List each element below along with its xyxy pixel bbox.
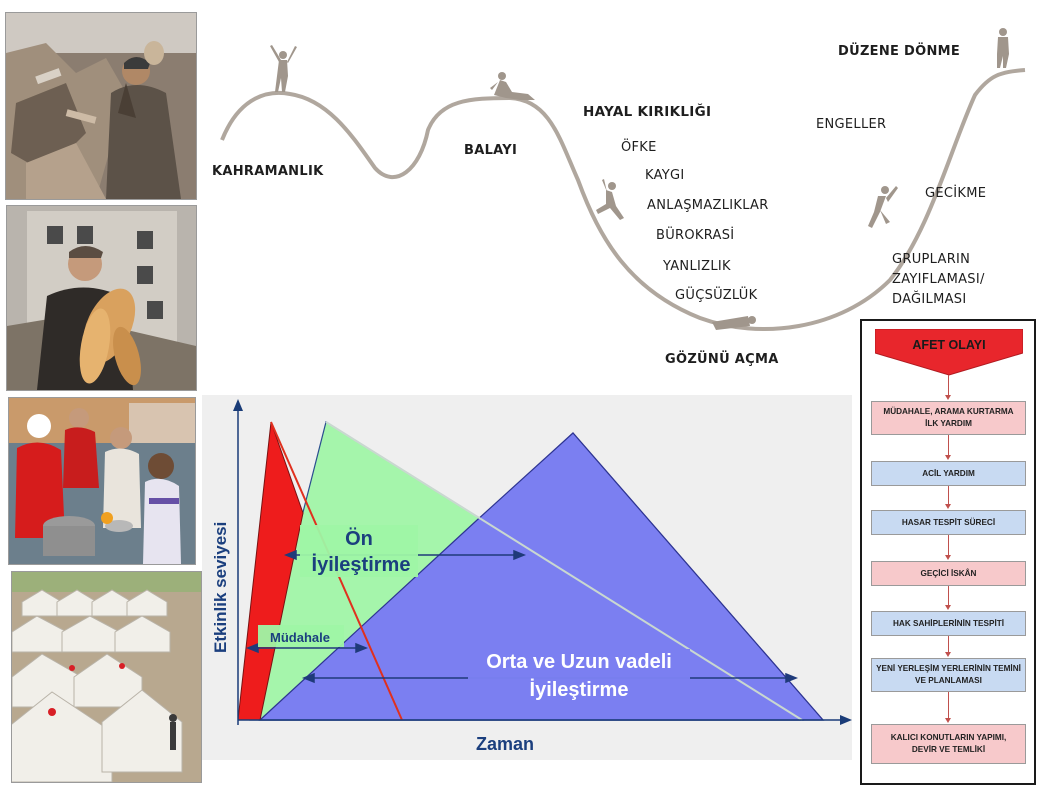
flow-step-4: GEÇİCİ İSKÂN [871,561,1026,586]
long-term-label-line-1: Orta ve Uzun vadeli [486,651,672,673]
early-recovery-arrow-right [513,549,527,561]
long-term-arrow-right [785,672,799,684]
item-powerlessness: GÜÇSÜZLÜK [675,288,758,303]
groups-line-1: GRUPLARIN [892,252,971,267]
flow-arrow [945,636,951,657]
stage-label-reconstruction: DÜZENE DÖNME [838,44,961,59]
flow-arrow [945,586,951,610]
flow-step-2: ACİL YARDIM [871,461,1026,486]
long-term-label-line-2: İyileştirme [530,678,629,701]
disaster-process-flowchart: AFET OLAYI MÜDAHALE, ARAMA KURTARMA İLK Y… [860,319,1036,785]
recovery-phase-curve [220,28,1026,332]
figure-standing-icon [997,28,1009,68]
flow-step-7: KALICI KONUTLARIN YAPIMI, DEVİR VE TEMLİK… [871,724,1026,764]
response-arrow-right [355,642,369,654]
item-loneliness: YANLIZLIK [663,259,731,274]
figure-falling-icon [596,179,624,220]
figure-reclining-icon [490,72,535,100]
flow-step-5: HAK SAHİPLERİNİN TESPİTİ [871,611,1026,636]
x-axis-arrowhead [840,715,852,725]
flow-arrow [945,535,951,560]
long-term-arrow-left [301,672,315,684]
flow-step-line: DEVİR VE TEMLİKİ [911,745,986,754]
flow-step-text: YENİ YERLEŞİM YERLERİNİN TEMİNİ VE PLANLA… [876,663,1021,687]
flow-title: AFET OLAYI [912,338,985,352]
stage-label-heroic: KAHRAMANLIK [212,164,324,179]
flow-step-text: HASAR TESPİT SÜRECİ [902,517,995,529]
photo-earthquake-rubble [5,12,197,200]
flow-step-text: GEÇİCİ İSKÂN [921,568,977,580]
item-anger: ÖFKE [621,140,657,155]
flow-step-line: KALICI KONUTLARIN YAPIMI, [890,733,1007,742]
photo-tent-camp [11,571,202,783]
flow-step-line: HASAR TESPİT SÜRECİ [901,517,996,527]
flow-arrow [945,375,951,400]
flow-step-line: ACİL YARDIM [922,468,975,478]
early-recovery-label-line-2: İyileştirme [312,553,411,576]
response-label-bg [258,625,344,647]
flow-step-text: KALICI KONUTLARIN YAPIMI, DEVİR VE TEMLİK… [891,732,1007,756]
response-arrow-left [245,642,259,654]
activity-chart-panel: Ön İyileştirme Müdahale Orta ve Uzun vad… [202,395,852,760]
flow-title-shape: AFET OLAYI [875,329,1023,376]
figure-cheering-icon [270,45,297,92]
figure-lying-down-icon [712,316,756,330]
early-recovery-label-bg [300,525,418,577]
flow-step-3: HASAR TESPİT SÜRECİ [871,510,1026,535]
flow-step-line: MÜDAHALE, ARAMA KURTARMA [883,407,1014,416]
groups-line-2: ZAYIFLAMASI/ [892,272,985,287]
flow-step-text: HAK SAHİPLERİNİN TESPİTİ [893,618,1004,630]
item-bureaucracy: BÜROKRASİ [656,228,735,243]
stage-label-awakening: GÖZÜNÜ AÇMA [665,352,779,367]
flow-step-line: HAK SAHİPLERİNİN TESPİTİ [893,618,1004,628]
item-obstacles: ENGELLER [816,117,887,132]
activity-chart: Ön İyileştirme Müdahale Orta ve Uzun vad… [211,399,852,754]
x-axis-label: Zaman [476,734,534,754]
stage-label-honeymoon: BALAYI [464,143,518,158]
early-recovery-edge-line [325,421,803,721]
flow-step-line: GEÇİCİ İSKÂN [920,568,977,578]
stage-label-disillusionment: HAYAL KIRIKLIĞI [583,104,712,120]
item-delay: GECİKME [925,186,987,201]
flow-arrow [945,692,951,723]
photo-red-crescent-food-aid [8,397,196,565]
item-conflicts: ANLAŞMAZLIKLAR [647,198,769,213]
flow-step-line: YENİ YERLEŞİM YERLERİNİN TEMİNİ [876,664,1021,673]
y-axis-label: Etkinlik seviyesi [211,522,230,653]
flow-step-text: MÜDAHALE, ARAMA KURTARMA İLK YARDIM [883,406,1013,430]
response-label: Müdahale [270,630,330,645]
early-recovery-label-line-1: Ön [345,527,373,550]
y-axis-arrowhead [233,399,243,411]
phase-curve-line [220,68,1026,332]
flow-step-line: İLK YARDIM [925,419,972,428]
early-recovery-arrow-left [283,549,297,561]
flow-step-line: VE PLANLAMASI [915,676,982,685]
photo-man-with-bread [6,205,197,391]
flow-arrow [945,435,951,460]
item-groups-weakening: GRUPLARIN ZAYIFLAMASI/ DAĞILMASI [892,250,985,310]
long-term-label-bg [468,649,690,705]
item-anxiety: KAYGI [645,168,685,183]
flow-step-text: ACİL YARDIM [922,468,975,480]
groups-line-3: DAĞILMASI [892,292,967,307]
flow-step-1: MÜDAHALE, ARAMA KURTARMA İLK YARDIM [871,401,1026,435]
flow-step-6: YENİ YERLEŞİM YERLERİNİN TEMİNİ VE PLANLA… [871,658,1026,692]
figure-climbing-icon [868,186,898,228]
flow-arrow [945,486,951,509]
